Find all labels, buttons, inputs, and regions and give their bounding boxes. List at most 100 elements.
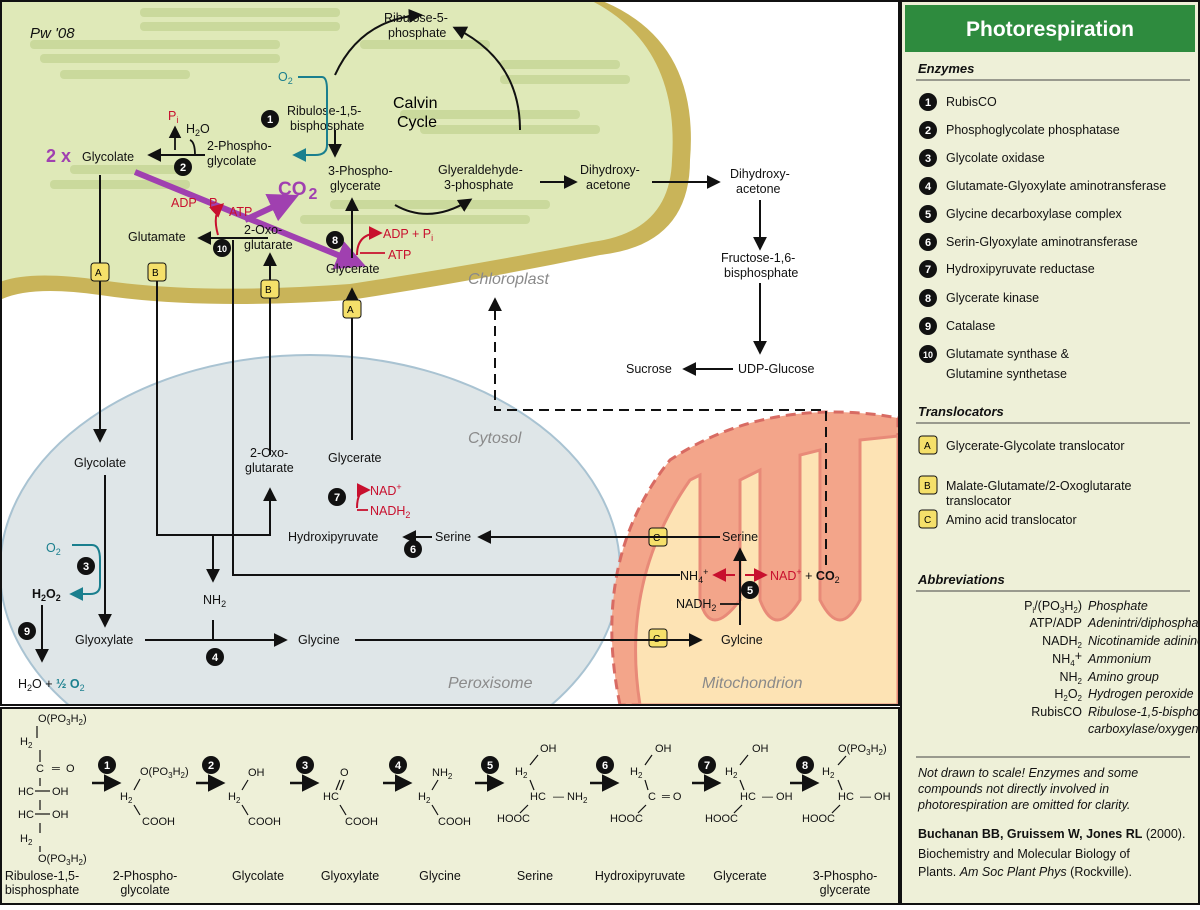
abbrev-val-2: Nicotinamide adinine dinucleotide	[1088, 634, 1200, 648]
translocator-a: Glycerate-Glycolate translocator	[946, 439, 1125, 453]
svg-text:B: B	[265, 285, 272, 296]
svg-text:4: 4	[925, 181, 932, 193]
rubp-opo3-top: O(PO3H2)	[38, 713, 87, 727]
calvin-label-1: Calvin	[393, 95, 437, 112]
water-half-o2: H2O + ½ O2	[18, 677, 85, 693]
abbrev-val-3: Ammonium	[1087, 652, 1151, 666]
svg-text:6: 6	[925, 237, 931, 249]
glyox-cooh: COOH	[345, 816, 378, 828]
svg-text:1: 1	[925, 97, 931, 109]
legend-badge-b: B	[918, 475, 938, 495]
svg-text:6: 6	[602, 760, 608, 772]
enzyme-7: Hydroxipyruvate reductase	[946, 262, 1095, 276]
abbrev-val-0: Phosphate	[1088, 599, 1148, 613]
translocator-a-1: A	[90, 262, 110, 282]
legend-step-2: 2	[919, 121, 937, 139]
glyc-oh: OH	[752, 743, 769, 755]
svg-text:3: 3	[925, 153, 931, 165]
dhap-chl-2: acetone	[586, 178, 631, 192]
phosphoglycolate-1: 2-Phospho-	[207, 139, 272, 153]
legend-step-4: 4	[919, 177, 937, 195]
co2-return-dashed	[488, 297, 827, 565]
ref-line2: Biochemistry and Molecular Biology of	[918, 847, 1130, 861]
svg-text:7: 7	[704, 760, 710, 772]
hydroxypyruvate: Hydroxipyruvate	[288, 530, 378, 544]
abbrev-val-6: Ribulose-1,5-bisphosphate	[1088, 705, 1200, 719]
abbrev-key-0: Pi/(PO3H2)	[1024, 599, 1082, 615]
svg-text:5: 5	[487, 760, 493, 772]
abbrev-key-4: NH2	[1059, 670, 1082, 686]
purple-arrow-co2	[243, 193, 299, 223]
svg-text:2: 2	[925, 125, 931, 137]
ser-hooc: HOOC	[497, 813, 530, 825]
glycolate-cooh: COOH	[248, 816, 281, 828]
pga-opo3: O(PO3H2)	[838, 743, 887, 757]
svg-text:C: C	[653, 533, 660, 544]
translocator-c: Amino acid translocator	[946, 513, 1077, 527]
svg-text:3: 3	[302, 760, 308, 772]
enzyme-9: Catalase	[946, 319, 995, 333]
thylakoid-stacks	[30, 8, 630, 224]
abbrev-key-3: NH4+	[1052, 649, 1082, 668]
svg-text:A: A	[924, 441, 931, 452]
h2o-in	[189, 139, 196, 156]
struct-name-6-0: Hydroxipyruvate	[595, 869, 685, 883]
pg-opo3: O(PO3H2)	[140, 766, 189, 780]
struct-name-0-0: Ribulose-1,5-	[5, 869, 79, 883]
o2-h2o2-arrow	[69, 544, 101, 601]
rubp-oh2: OH	[52, 809, 69, 821]
enzyme-10: Glutamate synthase &	[946, 347, 1070, 361]
note-2: photorespiration are omitted for clarity…	[917, 798, 1130, 812]
enzyme-4: Glutamate-Glyoxylate aminotransferase	[946, 179, 1166, 193]
g3p-1: Glyeraldehyde-	[438, 163, 523, 177]
translocator-c-2: C	[648, 628, 668, 648]
adp-pi-right: ADP + Pi	[383, 227, 433, 243]
nad-co2: NAD+ + CO2	[770, 567, 840, 585]
abbrev-key-1: ATP/ADP	[1029, 616, 1082, 630]
abbrev-heading: Abbreviations	[917, 572, 1005, 587]
glutamate-chl: Glutamate	[128, 230, 186, 244]
struct-step-3: 3	[296, 756, 314, 774]
translocators-heading: Translocators	[918, 404, 1004, 419]
glyc-hooc: HOOC	[705, 813, 738, 825]
svg-text:9: 9	[24, 626, 30, 638]
enzyme-5: Glycine decarboxylase complex	[946, 207, 1123, 221]
glyox-o: O	[340, 767, 349, 779]
glycine-per: Glycine	[298, 633, 340, 647]
g3p-2: 3-phosphate	[444, 178, 514, 192]
enzyme-3: Glycolate oxidase	[946, 151, 1045, 165]
translocator-b-1: B	[147, 262, 167, 282]
struct-step-2: 2	[202, 756, 220, 774]
glycine-mit: Gylcine	[721, 633, 763, 647]
calvin-arc-bottom	[394, 198, 473, 215]
nad-arrow-7	[356, 483, 371, 509]
two-x-label: 2 x	[46, 146, 71, 166]
svg-text:5: 5	[925, 209, 931, 221]
ref-line3: Plants. Am Soc Plant Phys (Rockville).	[918, 865, 1132, 879]
h2o-chl: H2O	[186, 122, 210, 138]
svg-text:1: 1	[104, 760, 110, 772]
svg-text:A: A	[95, 268, 102, 279]
step-9: 9	[18, 622, 36, 640]
cytosol-label: Cytosol	[468, 430, 522, 447]
fbp-1: Fructose-1,6-	[721, 251, 795, 265]
o2-arrow	[292, 76, 328, 162]
structure-formulas: Ribulose-1,5-bisphosphate2-Phospho-glyco…	[5, 713, 891, 897]
serine-mit: Serine	[722, 530, 758, 544]
svg-text:B: B	[924, 481, 931, 492]
svg-text:4: 4	[395, 760, 402, 772]
note-0: Not drawn to scale! Enzymes and some	[918, 766, 1138, 780]
legend-title-bar	[905, 5, 1195, 52]
glyc-hc: HC	[740, 791, 756, 803]
adp-arrow-8	[356, 226, 383, 256]
gly-nh2: NH2	[432, 767, 453, 781]
gly-cooh: COOH	[438, 816, 471, 828]
ribulose5p-1: Ribulose-5-	[384, 11, 448, 25]
pi-chl: Pi	[168, 109, 178, 125]
rubp-oh1: OH	[52, 786, 69, 798]
svg-text:8: 8	[802, 760, 808, 772]
legend-step-6: 6	[919, 233, 937, 251]
hp-c: C	[648, 791, 656, 803]
struct-name-1-0: 2-Phospho-	[113, 869, 178, 883]
